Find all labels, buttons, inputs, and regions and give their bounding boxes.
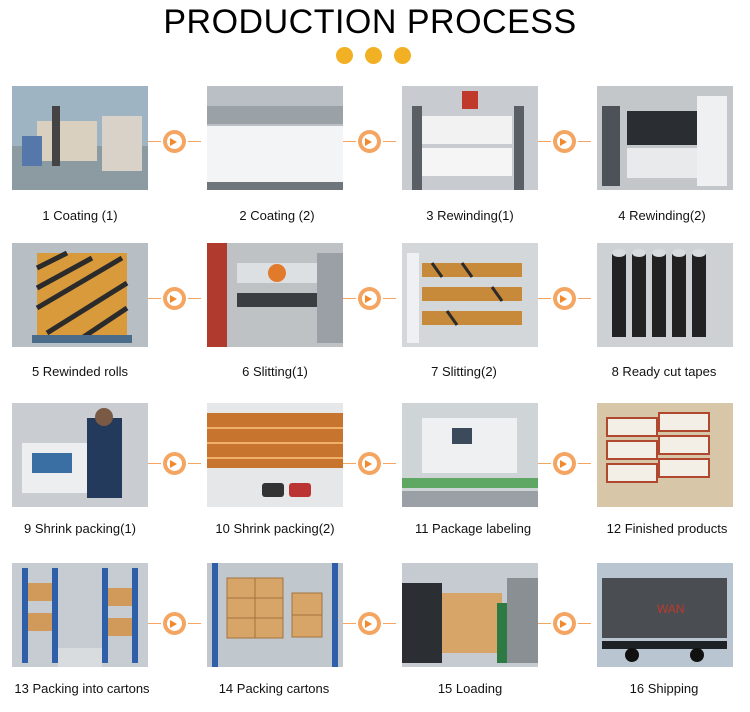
step-photo-packing-into-cartons [12,563,148,667]
step-photo-packing-cartons [207,563,343,667]
step-photo-finished-products [597,403,733,507]
step-label: 15 Loading [437,681,503,696]
step-photo-shrink-packing-1 [12,403,148,507]
arrow-right-icon [538,287,591,310]
step-label: 14 Packing cartons [218,681,330,696]
step-photo-rewinded-rolls [12,243,148,347]
step-photo-rewinding-1 [402,86,538,190]
step-label: 1 Coating (1) [42,208,118,223]
step-photo-rewinding-2 [597,86,733,190]
step-photo-shrink-packing-2 [207,403,343,507]
step-label: 13 Packing into cartons [14,681,150,696]
dot-icon [365,47,382,64]
arrow-right-icon [148,287,201,310]
arrow-right-icon [148,612,201,635]
step-photo-coating-1 [12,86,148,190]
arrow-right-icon [343,130,396,153]
arrow-right-icon [538,452,591,475]
arrow-right-icon [343,612,396,635]
arrow-right-icon [148,452,201,475]
step-label: 4 Rewinding(2) [618,208,706,223]
step-label: 16 Shipping [629,681,699,696]
step-label: 2 Coating (2) [239,208,315,223]
step-label: 5 Rewinded rolls [31,364,129,379]
step-photo-coating-2 [207,86,343,190]
step-photo-loading [402,563,538,667]
step-label: 11 Package labeling [414,521,532,536]
step-photo-package-labeling [402,403,538,507]
step-photo-ready-cut-tapes [597,243,733,347]
dot-icon [336,47,353,64]
step-label: 12 Finished products [606,521,728,536]
step-photo-slitting-2 [402,243,538,347]
dot-icon [394,47,411,64]
arrow-right-icon [343,287,396,310]
step-label: 6 Slitting(1) [242,364,308,379]
svg-text:WAN: WAN [657,602,685,616]
step-photo-shipping: WAN [597,563,733,667]
step-label: 3 Rewinding(1) [426,208,514,223]
step-label: 9 Shrink packing(1) [24,521,136,536]
page-title: PRODUCTION PROCESS [163,3,577,41]
step-label: 10 Shrink packing(2) [215,521,335,536]
arrow-right-icon [538,130,591,153]
arrow-right-icon [538,612,591,635]
title-decoration [336,47,416,67]
arrow-right-icon [148,130,201,153]
step-label: 8 Ready cut tapes [611,364,717,379]
arrow-right-icon [343,452,396,475]
step-photo-slitting-1 [207,243,343,347]
step-label: 7 Slitting(2) [431,364,497,379]
